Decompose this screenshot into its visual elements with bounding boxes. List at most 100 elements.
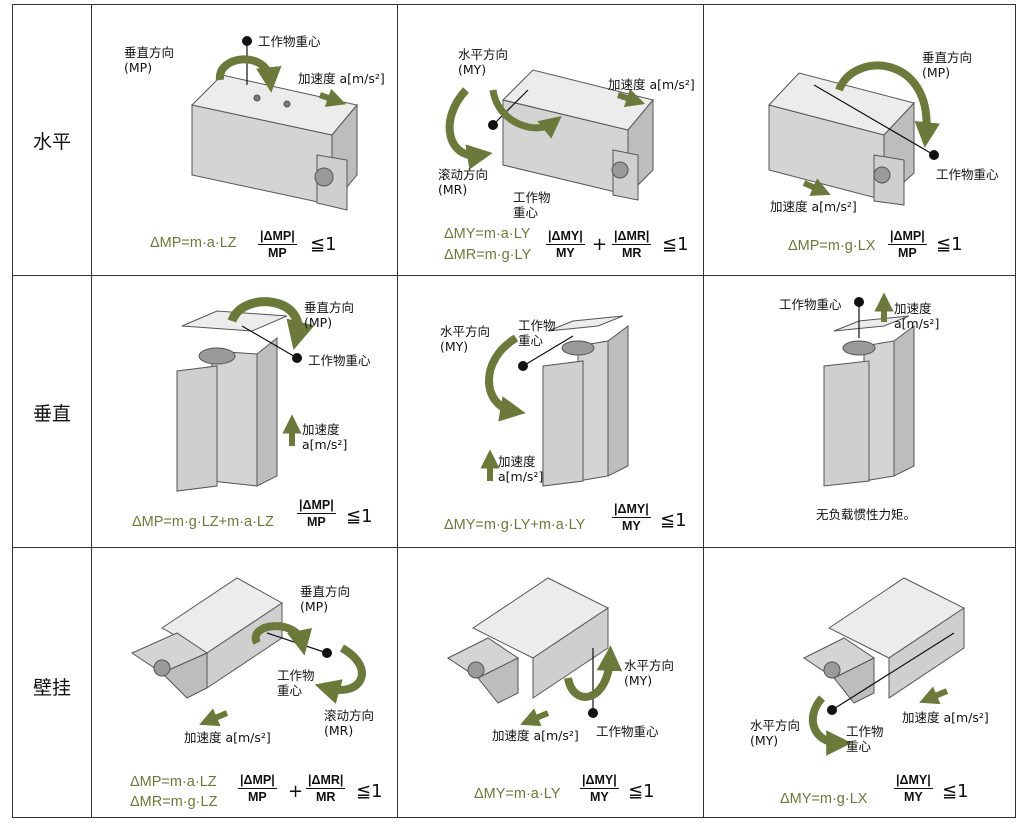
row-label-wall-mount: 壁挂 <box>32 677 71 699</box>
gripper-diagram <box>176 297 315 492</box>
acceleration-label: 加速度 a[m/s²] <box>184 730 271 745</box>
yaw-label: 水平方向 (MY) <box>458 47 509 77</box>
acceleration-label: 加速度 a[m/s²] <box>298 71 385 86</box>
gripper-diagram <box>130 577 366 727</box>
acceleration-label: 加速度 a[m/s²] <box>498 454 544 484</box>
center-of-gravity-label: 工作物 重心 <box>846 724 884 754</box>
formula: ΔMP=m·g·LX <box>788 238 876 254</box>
center-of-gravity-label: 工作物 重心 <box>513 190 551 220</box>
fraction: |ΔMR|MR <box>306 773 346 804</box>
leq-symbol: ≦1 <box>628 781 655 802</box>
row-divider <box>13 275 1015 276</box>
gripper-diagram <box>803 577 965 756</box>
column-divider <box>91 5 92 817</box>
no-moment-note: 无负载惯性力矩。 <box>816 507 917 522</box>
center-of-gravity-label: 工作物重心 <box>308 353 371 368</box>
formula: ΔMY=m·g·LY+m·a·LY <box>444 517 586 533</box>
gripper-body <box>803 577 965 704</box>
pitch-moment-arrow <box>251 622 313 656</box>
formula: ΔMY=m·a·LY <box>474 786 561 802</box>
gripper-diagram <box>823 292 915 487</box>
yaw-moment-arrow <box>808 695 852 756</box>
leq-symbol: ≦1 <box>662 234 689 255</box>
fraction: |ΔMP|MP <box>888 229 927 260</box>
leq-symbol: ≦1 <box>346 506 373 527</box>
row-label-vertical: 垂直 <box>32 403 71 425</box>
center-of-gravity-label: 工作物重心 <box>936 167 999 182</box>
cell-wall-yaw-gravity: 水平方向 (MY) 工作物 重心 加速度 a[m/s²] ΔMY=m·g·LX … <box>704 548 1016 817</box>
center-of-gravity-label: 工作物重心 <box>779 297 842 312</box>
pitch-label: 垂直方向 (MP) <box>304 300 355 330</box>
leq-symbol: ≦1 <box>310 234 337 255</box>
cell-vertical-pitch: 垂直方向 (MP) 工作物重心 加速度 a[m/s²] ΔMP=m·g·LZ+m… <box>92 276 397 547</box>
plus-symbol: + <box>288 781 304 802</box>
cell-vertical-yaw: 水平方向 (MY) 工作物 重心 加速度 a[m/s²] ΔMY=m·g·LY+… <box>398 276 703 547</box>
formula-line-2: ΔMR=m·g·LY <box>444 247 532 263</box>
fraction: |ΔMP|MP <box>297 498 336 529</box>
acceleration-label: 加速度 a[m/s²] <box>902 710 989 725</box>
center-of-gravity-dot <box>322 648 332 658</box>
yaw-label: 水平方向 (MY) <box>440 324 491 354</box>
leq-symbol: ≦1 <box>936 234 963 255</box>
acceleration-arrow <box>617 88 646 108</box>
cell-horizontal-yaw-roll: 水平方向 (MY) 加速度 a[m/s²] 滚动方向 (MR) 工作物 重心 Δ… <box>398 5 703 275</box>
center-of-gravity-label: 工作物 重心 <box>277 668 315 698</box>
acceleration-label: 加速度 a[m/s²] <box>492 728 579 743</box>
center-of-gravity-dot <box>854 297 864 307</box>
leq-symbol: ≦1 <box>942 781 969 802</box>
gripper-body <box>176 310 288 492</box>
formula-line-1: ΔMY=m·a·LY <box>444 226 531 242</box>
acceleration-arrow <box>319 88 347 107</box>
cell-vertical-none: 工作物重心 加速度 a[m/s²] 无负载惯性力矩。 <box>704 276 1016 547</box>
formula: ΔMY=m·g·LX <box>780 791 868 807</box>
center-of-gravity-dot <box>488 120 498 130</box>
fraction: |ΔMY|MY <box>612 502 651 533</box>
column-divider <box>397 5 398 817</box>
gripper-diagram <box>447 577 623 727</box>
gripper-diagram <box>190 36 358 211</box>
cell-wall-pitch-roll: 垂直方向 (MP) 工作物 重心 滚动方向 (MR) 加速度 a[m/s²] Δ… <box>92 548 397 817</box>
column-divider <box>703 5 704 817</box>
acceleration-label: 加速度 a[m/s²] <box>608 77 695 92</box>
pitch-label: 垂直方向 (MP) <box>922 50 973 80</box>
formula-line-2: ΔMR=m·g·LZ <box>130 794 218 810</box>
center-of-gravity-dot <box>292 353 302 363</box>
pitch-label: 垂直方向 (MP) <box>300 584 351 614</box>
acceleration-label: 加速度 a[m/s²] <box>770 199 857 214</box>
pitch-moment-arrow <box>216 55 282 93</box>
cell-horizontal-pitch: 垂直方向 (MP) 工作物重心 加速度 a[m/s²] ΔMP=m·a·LZ |… <box>92 5 397 275</box>
yaw-moment-arrow <box>564 645 623 701</box>
gripper-body <box>447 577 609 704</box>
acceleration-label: 加速度 a[m/s²] <box>894 301 940 331</box>
roll-moment-arrow <box>489 89 562 139</box>
roll-label: 滚动方向 (MR) <box>438 167 489 197</box>
cell-horizontal-pitch-gravity: 垂直方向 (MP) 工作物重心 加速度 a[m/s²] ΔMP=m·g·LX |… <box>704 5 1016 275</box>
pitch-moment-arrow <box>835 61 940 148</box>
center-of-gravity-dot <box>518 361 528 371</box>
acceleration-arrow <box>199 708 229 727</box>
yaw-moment-arrow <box>445 87 493 170</box>
center-of-gravity-dot <box>588 708 598 718</box>
center-of-gravity-label: 工作物 重心 <box>518 318 556 348</box>
row-label-horizontal: 水平 <box>32 131 71 153</box>
fraction: |ΔMY|MY <box>546 229 585 260</box>
pitch-moment-arrow <box>227 297 315 350</box>
roll-label: 滚动方向 (MR) <box>324 708 375 738</box>
moment-table: 水平 垂直 壁挂 垂直方向 (MP) 工作物重心 加速度 a[m/s²] ΔMP… <box>12 4 1016 818</box>
formula: ΔMP=m·g·LZ+m·a·LZ <box>132 514 274 530</box>
center-of-gravity-label: 工作物重心 <box>258 34 321 49</box>
plus-symbol: + <box>592 234 608 255</box>
center-of-gravity-label: 工作物重心 <box>596 724 659 739</box>
gripper-body <box>190 74 358 211</box>
yaw-label: 水平方向 (MY) <box>750 718 801 748</box>
gripper-diagram <box>480 315 629 487</box>
formula-line-1: ΔMP=m·a·LZ <box>130 774 217 790</box>
yaw-moment-arrow <box>485 334 526 422</box>
center-of-gravity-dot <box>827 705 837 715</box>
fraction: |ΔMR|MR <box>612 229 652 260</box>
acceleration-label: 加速度 a[m/s²] <box>302 422 348 452</box>
center-of-gravity-dot <box>929 150 939 160</box>
acceleration-arrow <box>802 178 831 196</box>
gripper-body <box>542 315 629 487</box>
leq-symbol: ≦1 <box>660 510 687 531</box>
